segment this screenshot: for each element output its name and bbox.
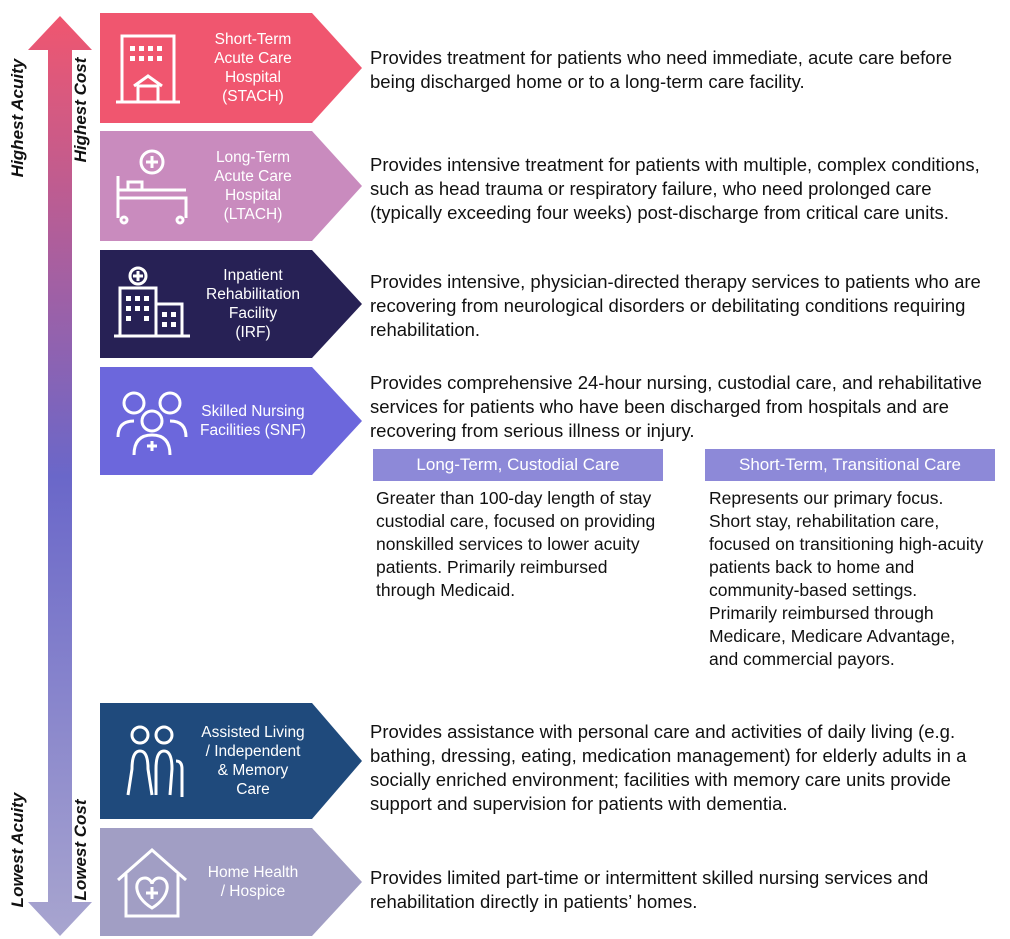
stach-description: Provides treatment for patients who need…	[370, 47, 953, 92]
home-health-label: Home Health / Hospice	[207, 864, 299, 900]
short-term-care-text: Represents our primary focus. Short stay…	[709, 488, 984, 669]
assisted-living-label: Assisted Living / Independent & Memory C…	[201, 724, 305, 798]
home-heart-icon	[117, 847, 187, 918]
elderly-couple-icon	[126, 725, 184, 797]
lowest-cost-label: Lowest Cost	[71, 799, 90, 901]
home-health-chevron: Home Health / Hospice	[100, 828, 362, 936]
assisted-living-description: Provides assistance with personal care a…	[370, 721, 967, 814]
assisted-living-chevron: Assisted Living / Independent & Memory C…	[100, 703, 362, 819]
ltach-chevron: Long-Term Acute Care Hospital (LTACH)	[100, 131, 362, 241]
nursing-staff-icon	[116, 391, 188, 456]
home-health-description: Provides limited part-time or intermitte…	[370, 867, 929, 912]
snf-label: Skilled Nursing Facilities (SNF)	[200, 403, 306, 439]
stach-label: Short-Term Acute Care Hospital (STACH)	[214, 31, 292, 105]
ltach-label: Long-Term Acute Care Hospital (LTACH)	[214, 149, 292, 223]
rehab-building-icon	[114, 266, 190, 338]
ltach-description: Provides intensive treatment for patient…	[370, 154, 980, 223]
lowest-acuity-label: Lowest Acuity	[8, 792, 27, 908]
hospital-bed-icon	[116, 149, 188, 225]
irf-description: Provides intensive, physician-directed t…	[370, 271, 981, 340]
snf-description: Provides comprehensive 24-hour nursing, …	[370, 372, 982, 441]
highest-acuity-label: Highest Acuity	[8, 58, 27, 178]
short-term-care-heading: Short-Term, Transitional Care	[705, 449, 995, 481]
snf-chevron: Skilled Nursing Facilities (SNF)	[100, 367, 362, 475]
long-term-care-text: Greater than 100-day length of stay cust…	[376, 488, 656, 600]
hospital-building-icon	[116, 34, 180, 104]
irf-chevron: Inpatient Rehabilitation Facility (IRF)	[100, 250, 362, 358]
acuity-cost-axis-arrow	[28, 16, 92, 936]
long-term-care-heading: Long-Term, Custodial Care	[373, 449, 663, 481]
highest-cost-label: Highest Cost	[71, 57, 90, 163]
stach-chevron: Short-Term Acute Care Hospital (STACH)	[100, 13, 362, 123]
irf-label: Inpatient Rehabilitation Facility (IRF)	[206, 267, 300, 341]
axis-arrow-shape	[28, 16, 92, 936]
